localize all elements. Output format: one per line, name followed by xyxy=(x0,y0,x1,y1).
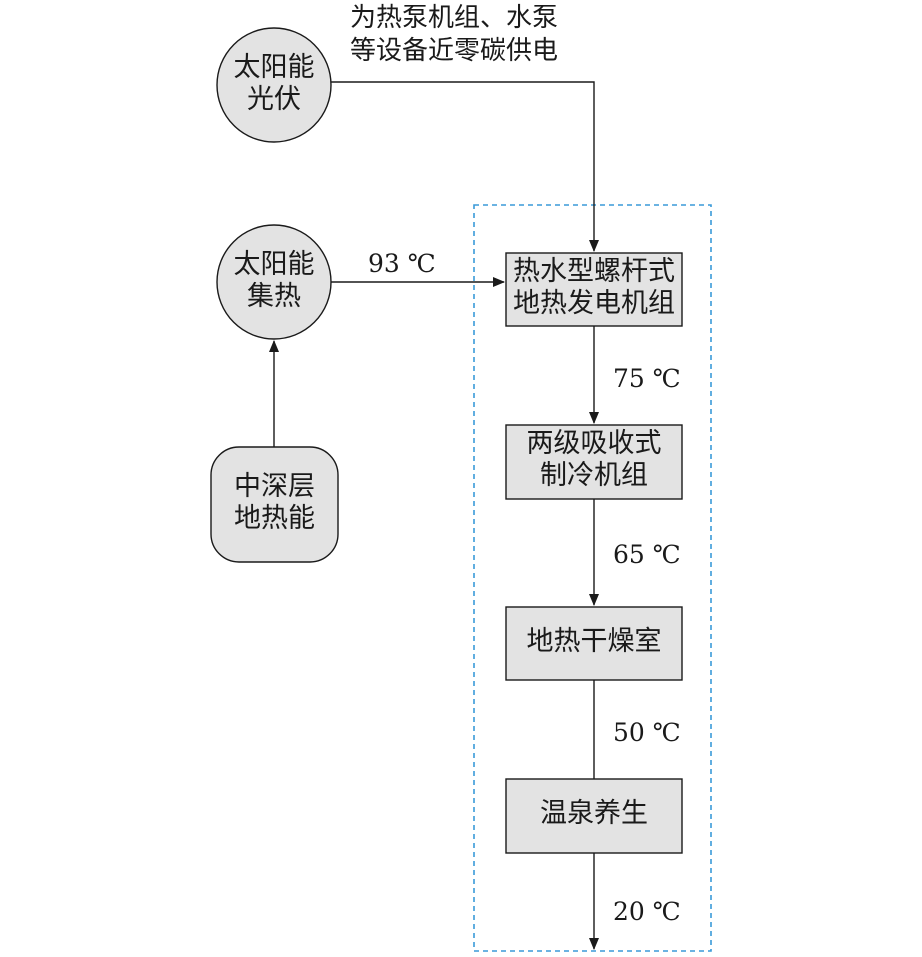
geothermal-label-line1: 中深层 xyxy=(234,471,315,502)
geothermal-label-line2: 地热能 xyxy=(234,503,315,535)
power-unit-label: 热水型螺杆式 地热发电机组 xyxy=(506,256,682,321)
solar-pv-label: 太阳能 光伏 xyxy=(217,52,331,117)
solar-pv-label-line2: 光伏 xyxy=(247,84,301,116)
solar-pv-label-line1: 太阳能 xyxy=(233,52,315,83)
absorption-label-line2: 制冷机组 xyxy=(540,460,648,492)
solar-heat-label: 太阳能 集热 xyxy=(217,249,331,314)
temp-50-label: 50 ℃ xyxy=(613,718,681,747)
solar-heat-label-line1: 太阳能 xyxy=(233,249,315,280)
pv-power-line xyxy=(331,81,599,252)
solar-pv-node xyxy=(216,27,332,143)
temp-65-label: 65 ℃ xyxy=(613,540,681,569)
absorption-label: 两级吸收式 制冷机组 xyxy=(506,428,682,493)
dryer-label: 地热干燥室 xyxy=(526,626,662,657)
absorption-label-line1: 两级吸收式 xyxy=(526,428,662,459)
pv-supply-note: 为热泵机组、水泵 等设备近零碳供电 xyxy=(350,2,558,67)
power-unit-label-line2: 地热发电机组 xyxy=(513,288,675,320)
temp-20-label: 20 ℃ xyxy=(613,897,681,926)
spa-node xyxy=(505,778,683,854)
power-unit-node xyxy=(505,252,683,327)
absorption-node xyxy=(505,424,683,500)
pv-supply-note-line2: 等设备近零碳供电 xyxy=(350,35,559,66)
system-boundary xyxy=(473,204,712,952)
spa-label: 温泉养生 xyxy=(540,798,648,829)
solar-heat-label-line2: 集热 xyxy=(247,281,301,313)
power-unit-label-line1: 热水型螺杆式 xyxy=(513,256,675,287)
pv-supply-note-line1: 为热泵机组、水泵 xyxy=(350,3,559,33)
geothermal-label: 中深层 地热能 xyxy=(211,471,338,536)
temp-75-label: 75 ℃ xyxy=(613,364,681,393)
temp-93-label: 93 ℃ xyxy=(368,249,436,278)
